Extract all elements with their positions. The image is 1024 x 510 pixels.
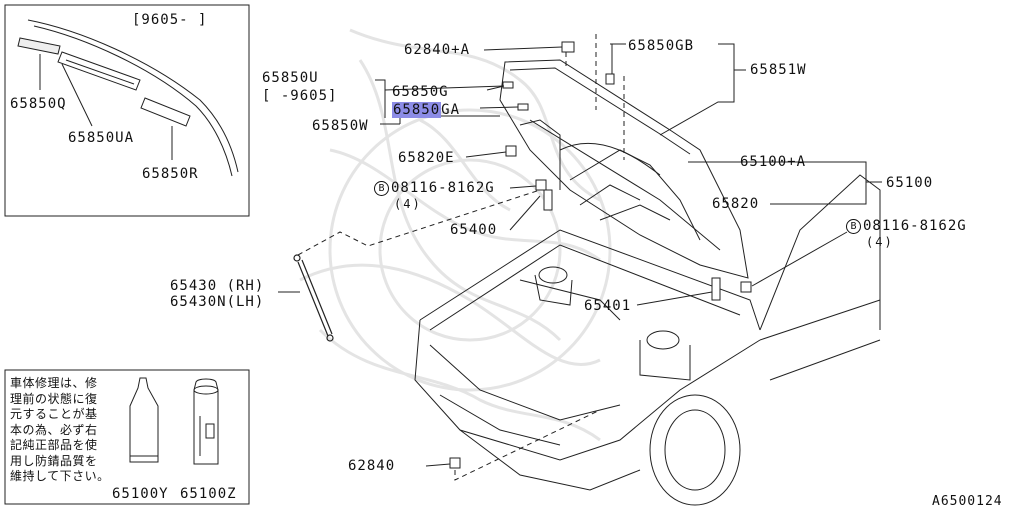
bolt-qty-left: (4) xyxy=(394,197,422,211)
bolt-b-icon: B xyxy=(846,219,861,234)
part-label-65850r[interactable]: 65850R xyxy=(142,166,199,182)
part-suffix: GA xyxy=(441,102,461,118)
repair-note: 車体修理は、修 理前の状態に復 元することが基 本の為、必ず右 記純正部品を使 … xyxy=(10,376,118,485)
diagram-id: A6500124 xyxy=(932,494,1003,509)
part-label-65850u[interactable]: 65850U xyxy=(262,70,319,86)
part-label-65850ga[interactable]: 65850GA xyxy=(392,102,460,118)
part-label-65850w[interactable]: 65850W xyxy=(312,118,369,134)
part-label-65100y[interactable]: 65100Y xyxy=(112,486,169,502)
note-line: 用し防錆品質を xyxy=(10,453,98,468)
note-line: 維持して下さい。 xyxy=(10,469,110,483)
part-label-65850gb[interactable]: 65850GB xyxy=(628,38,695,54)
part-label-65100z[interactable]: 65100Z xyxy=(180,486,237,502)
highlighted-part-number: 65850 xyxy=(392,102,442,118)
part-label-62840a[interactable]: 62840+A xyxy=(404,42,471,58)
callout-lines xyxy=(278,43,882,467)
inset-top-frame xyxy=(4,4,250,217)
bolt-part-number: 08116-8162G xyxy=(391,180,495,196)
inset-hood-drawing xyxy=(17,19,239,177)
bolt-b-icon: B xyxy=(374,181,389,196)
inset-date-range: [9605- ] xyxy=(132,12,208,28)
small-parts xyxy=(449,41,752,469)
sealant-products xyxy=(129,377,219,465)
sealer-tube-icon xyxy=(129,377,159,463)
hood-panel xyxy=(499,59,749,279)
part-label-65850ua[interactable]: 65850UA xyxy=(68,130,135,146)
part-label-65850q[interactable]: 65850Q xyxy=(10,96,67,112)
part-label-65100a[interactable]: 65100+A xyxy=(740,154,807,170)
note-line: 元することが基 xyxy=(10,407,98,421)
spray-can-icon xyxy=(193,378,219,465)
part-label-65850g[interactable]: 65850G xyxy=(392,84,449,100)
dashed-guides xyxy=(297,34,625,481)
inset-bottom-frame xyxy=(4,369,250,505)
part-label-65430[interactable]: 65430 (RH) xyxy=(170,278,265,294)
hood-strut xyxy=(293,254,334,342)
note-line: 車体修理は、修 xyxy=(10,376,98,390)
part-label-65851w[interactable]: 65851W xyxy=(750,62,807,78)
car-body xyxy=(414,174,881,506)
bolt-qty-right: (4) xyxy=(866,235,894,249)
part-label-65850u-range: [ -9605] xyxy=(262,88,338,104)
note-line: 理前の状態に復 xyxy=(10,391,98,406)
part-label-65430n[interactable]: 65430N(LH) xyxy=(170,294,265,310)
part-label-65100[interactable]: 65100 xyxy=(886,175,934,191)
part-label-65820[interactable]: 65820 xyxy=(712,196,760,212)
part-label-62840[interactable]: 62840 xyxy=(348,458,396,474)
watermark-emblem xyxy=(299,28,612,442)
part-label-65401[interactable]: 65401 xyxy=(584,298,632,314)
bolt-part-number: 08116-8162G xyxy=(863,218,967,234)
note-line: 本の為、必ず右 xyxy=(10,422,98,437)
part-label-65400[interactable]: 65400 xyxy=(450,222,498,238)
note-line: 記純正部品を使 xyxy=(10,438,98,452)
part-label-65820e[interactable]: 65820E xyxy=(398,150,455,166)
